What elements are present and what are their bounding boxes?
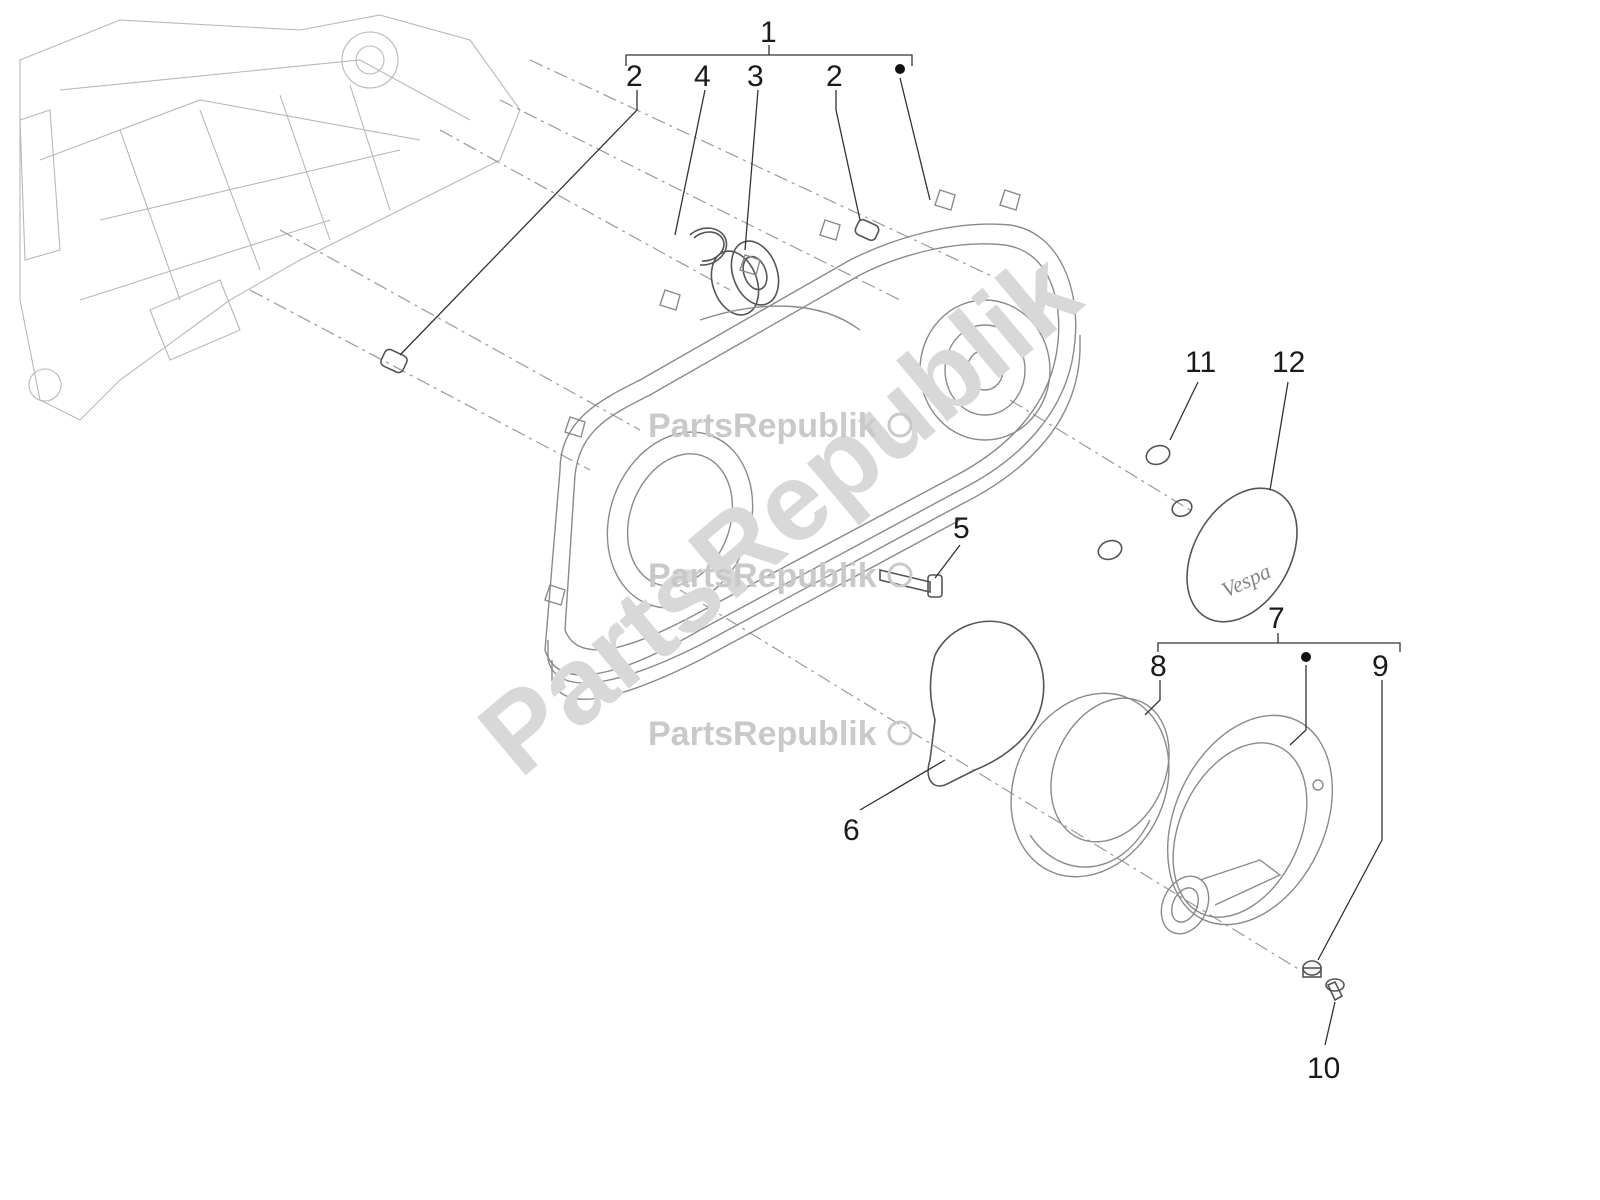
watermark-text-1: PartsRepublik [648,407,877,445]
callout-6: 6 [843,814,860,847]
callout-10: 10 [1307,1052,1340,1085]
badge-logo-text: Vespa [1218,558,1275,602]
watermarks: PartsRepublik PartsRepublik PartsRepubli… [456,228,1102,798]
callout-labels: 1 2 4 3 2 11 12 5 7 8 9 6 10 [626,16,1389,1085]
callout-9: 9 [1372,650,1389,683]
crankcase-ghost [19,14,521,421]
assembly-dot-7 [1301,652,1311,662]
group-bracket-1 [625,45,913,74]
assembly-lines [249,59,1301,971]
dowel-pin-left [380,348,408,374]
intake-cover-part-7 [1160,714,1334,935]
callout-12: 12 [1272,346,1305,379]
watermark-diagonal: PartsRepublik [456,228,1102,798]
circlip-part-4 [689,227,728,266]
bolt-part-5 [879,568,943,598]
screw-part-10 [1325,978,1345,1002]
nut-part-9 [1302,960,1322,978]
callout-4: 4 [694,60,711,93]
leader-lines [399,77,1383,1046]
transmission-cover-part-1 [544,189,1081,700]
callout-1: 1 [760,16,777,49]
badge-cover-part-12: Vespa [1186,487,1298,623]
assembly-dot-1 [895,64,905,74]
gasket-part-6 [927,620,1045,787]
watermark-text-3: PartsRepublik [648,715,877,753]
callout-7: 7 [1268,602,1285,635]
callout-3: 3 [747,60,764,93]
gear-icon [887,412,913,746]
washers-part-11 [1097,444,1193,561]
callout-8: 8 [1150,650,1167,683]
callout-2-right: 2 [826,60,843,93]
callout-11: 11 [1185,346,1216,379]
callout-5: 5 [953,512,970,545]
group-bracket-7 [1157,633,1401,662]
dowel-pin-right [854,218,880,242]
ring-part-8 [1010,692,1170,878]
callout-2-left: 2 [626,60,643,93]
watermark-text-2: PartsRepublik [648,557,877,595]
